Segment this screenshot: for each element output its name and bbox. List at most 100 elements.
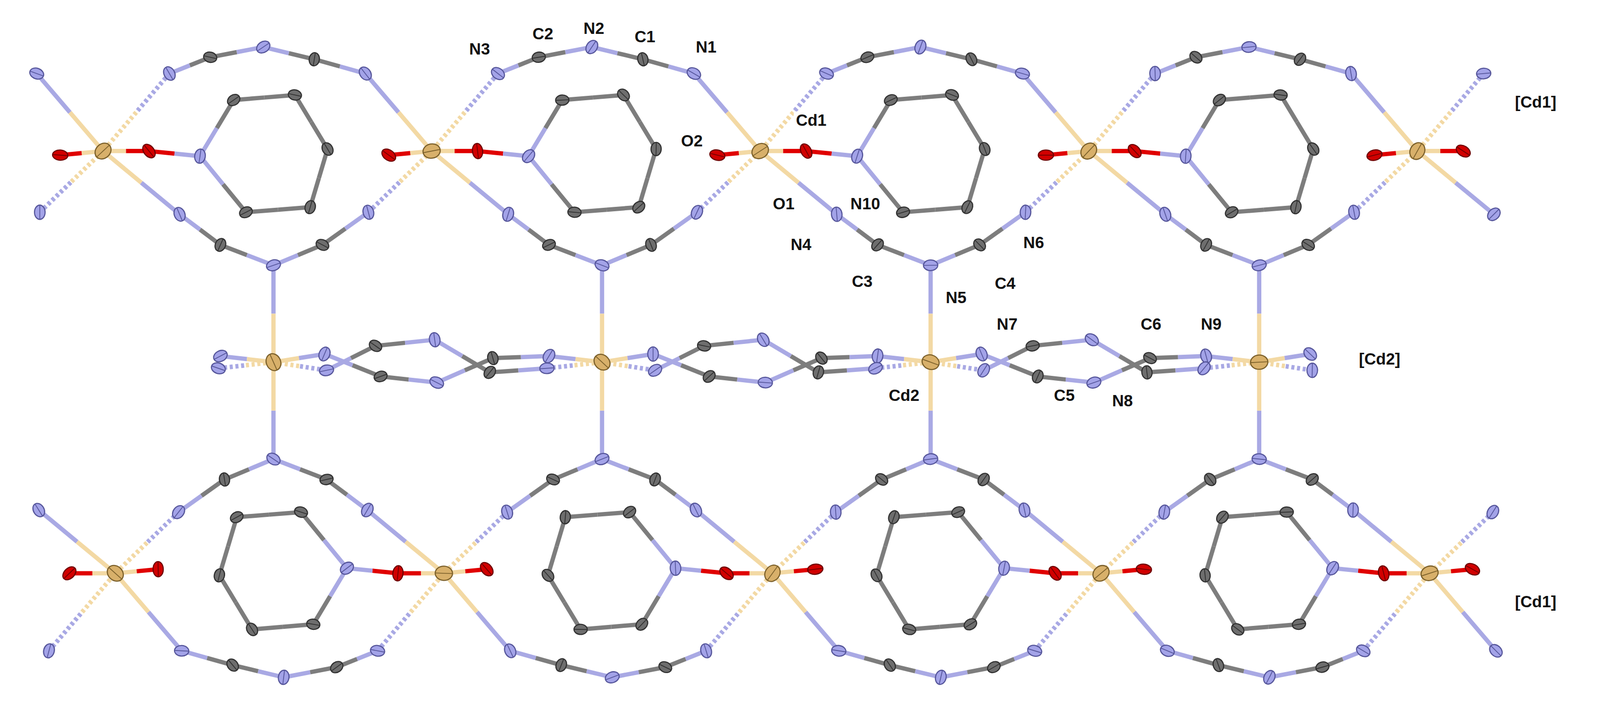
- atom-ellipsoid: [1250, 354, 1269, 371]
- atom-ellipsoid: [1199, 568, 1211, 583]
- ellipsoid-axis: [1087, 380, 1101, 385]
- ellipsoid: [218, 472, 231, 488]
- ellipsoid-axis: [694, 205, 700, 219]
- atom-ellipsoid: [367, 338, 384, 354]
- ellipsoid-axis: [423, 149, 441, 153]
- atom-ellipsoid: [91, 140, 115, 163]
- ellipsoid-axis: [282, 670, 285, 685]
- dashed-bond: [39, 181, 72, 213]
- ellipsoid-axis: [1185, 148, 1187, 164]
- ellipsoid-axis: [1204, 349, 1209, 364]
- atom-ellipsoid: [920, 352, 942, 372]
- ellipsoid: [985, 659, 1003, 675]
- atom-ellipsoid: [1026, 643, 1044, 659]
- ellipsoid-axis: [294, 510, 308, 515]
- ellipsoid-axis: [873, 569, 880, 582]
- ellipsoid-axis: [397, 565, 399, 582]
- ellipsoid: [540, 237, 557, 253]
- ellipsoid-axis: [269, 354, 277, 371]
- atom-label: N1: [693, 37, 719, 56]
- ellipsoid-axis: [1241, 46, 1256, 48]
- ellipsoid: [428, 374, 446, 391]
- atom-ellipsoid: [30, 501, 48, 520]
- ellipsoid: [696, 339, 712, 353]
- ellipsoid-axis: [382, 150, 395, 160]
- ellipsoid-axis: [697, 344, 711, 348]
- atom-ellipsoid: [338, 559, 356, 578]
- ellipsoid: [539, 362, 554, 375]
- ellipsoid: [647, 471, 663, 489]
- atom-ellipsoid: [435, 566, 453, 582]
- ellipsoid: [170, 503, 188, 522]
- ellipsoid-axis: [1296, 54, 1305, 65]
- ellipsoid-axis: [655, 142, 657, 156]
- atom-ellipsoid: [1198, 236, 1214, 254]
- atom-ellipsoid: [1250, 258, 1268, 273]
- ellipsoid: [1030, 368, 1046, 385]
- ellipsoid-axis: [1476, 72, 1491, 75]
- atom-label: N10: [848, 195, 883, 213]
- ellipsoid: [367, 338, 384, 354]
- ellipsoid: [471, 143, 484, 160]
- ellipsoid-axis: [1367, 153, 1382, 158]
- ellipsoid: [477, 560, 496, 579]
- ellipsoid: [1211, 657, 1226, 673]
- atom-ellipsoid: [943, 87, 960, 103]
- atom-label: [Cd2]: [1356, 350, 1402, 369]
- ellipsoid: [1324, 559, 1341, 578]
- atom-ellipsoid: [636, 51, 650, 67]
- ellipsoid: [499, 503, 515, 521]
- atom-ellipsoid: [254, 38, 272, 56]
- atom-ellipsoid: [287, 88, 303, 102]
- atom-ellipsoid: [369, 644, 386, 658]
- atom-ellipsoid: [308, 52, 321, 67]
- ellipsoid-axis: [964, 621, 977, 629]
- ellipsoid-axis: [1035, 370, 1041, 383]
- atom-ellipsoid: [1038, 149, 1054, 161]
- ellipsoid-axis: [319, 369, 334, 373]
- atom-ellipsoid: [320, 140, 336, 158]
- ellipsoid: [369, 644, 386, 658]
- dashed-bond: [1363, 612, 1397, 652]
- atom-ellipsoid: [1304, 471, 1321, 488]
- atom-ellipsoid: [292, 505, 309, 520]
- ellipsoid: [193, 148, 206, 165]
- bond: [148, 612, 182, 652]
- ellipsoid-axis: [988, 664, 1000, 671]
- atom-ellipsoid: [34, 204, 46, 220]
- ellipsoid-axis: [1250, 361, 1268, 363]
- ellipsoid: [1291, 51, 1309, 68]
- ellipsoid: [1157, 504, 1171, 521]
- ellipsoid: [630, 199, 648, 216]
- ellipsoid: [963, 51, 980, 68]
- atom-ellipsoid: [895, 205, 911, 220]
- ellipsoid: [669, 560, 682, 576]
- ellipsoid-axis: [624, 508, 635, 517]
- ellipsoid-axis: [1026, 344, 1040, 348]
- ellipsoid-axis: [674, 561, 676, 576]
- ellipsoid: [633, 616, 651, 634]
- ellipsoid: [977, 141, 992, 158]
- atom-ellipsoid: [869, 236, 886, 254]
- atom-label: [Cd1]: [1512, 92, 1559, 111]
- atom-ellipsoid: [486, 350, 500, 367]
- atom-ellipsoid: [807, 563, 824, 576]
- ellipsoid-axis: [545, 349, 553, 363]
- ellipsoid-axis: [886, 660, 894, 671]
- ellipsoid-axis: [902, 628, 916, 632]
- atom-ellipsoid: [1187, 49, 1205, 66]
- atom-ellipsoid: [830, 206, 843, 223]
- atom-ellipsoid: [1046, 564, 1064, 583]
- atom-ellipsoid: [717, 564, 736, 583]
- ellipsoid: [244, 621, 261, 639]
- ellipsoid-axis: [203, 55, 217, 59]
- ellipsoid: [104, 562, 127, 585]
- ellipsoid: [1014, 66, 1031, 81]
- ellipsoid-axis: [331, 663, 343, 672]
- atom-ellipsoid: [590, 351, 614, 374]
- ellipsoid-axis: [807, 568, 823, 571]
- ellipsoid-axis: [1311, 363, 1313, 378]
- ellipsoid-axis: [165, 67, 174, 80]
- atom-ellipsoid: [555, 94, 570, 106]
- ellipsoid-axis: [366, 205, 371, 220]
